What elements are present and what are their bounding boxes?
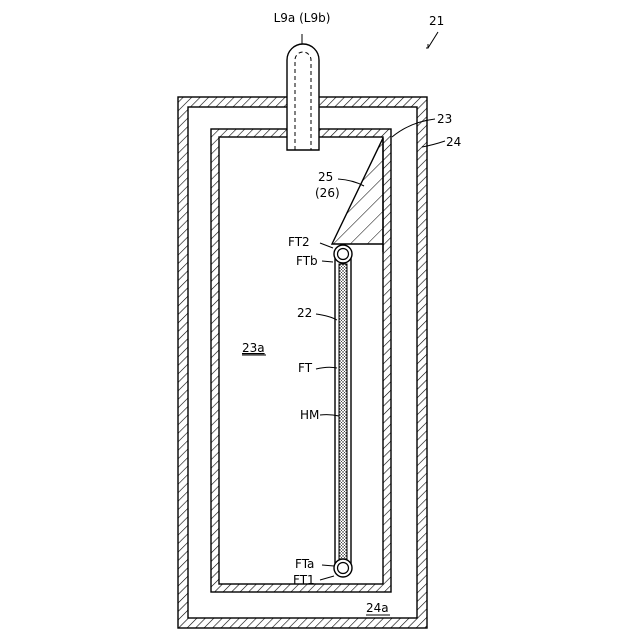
- label-wedge-26: (26): [315, 186, 340, 200]
- pipe: [287, 34, 319, 150]
- label-ft2: FT2: [288, 235, 310, 249]
- heating-element: [334, 245, 352, 577]
- label-ftb: FTb: [296, 254, 318, 268]
- label-inner-space-23a: 23a: [242, 341, 265, 355]
- label-element-22: 22: [297, 306, 312, 320]
- label-heater-hm: HM: [300, 408, 319, 422]
- label-wedge-25: 25: [318, 170, 333, 184]
- label-pipe: L9a (L9b): [274, 11, 331, 25]
- label-ft1: FT1: [293, 573, 315, 587]
- label-fta: FTa: [295, 557, 314, 571]
- label-inner-vessel-23: 23: [437, 112, 452, 126]
- label-tube-ft: FT: [298, 361, 313, 375]
- label-outer-space-24a: 24a: [366, 601, 389, 615]
- label-device-21: 21: [429, 14, 444, 28]
- label-outer-vessel-24: 24: [446, 135, 461, 149]
